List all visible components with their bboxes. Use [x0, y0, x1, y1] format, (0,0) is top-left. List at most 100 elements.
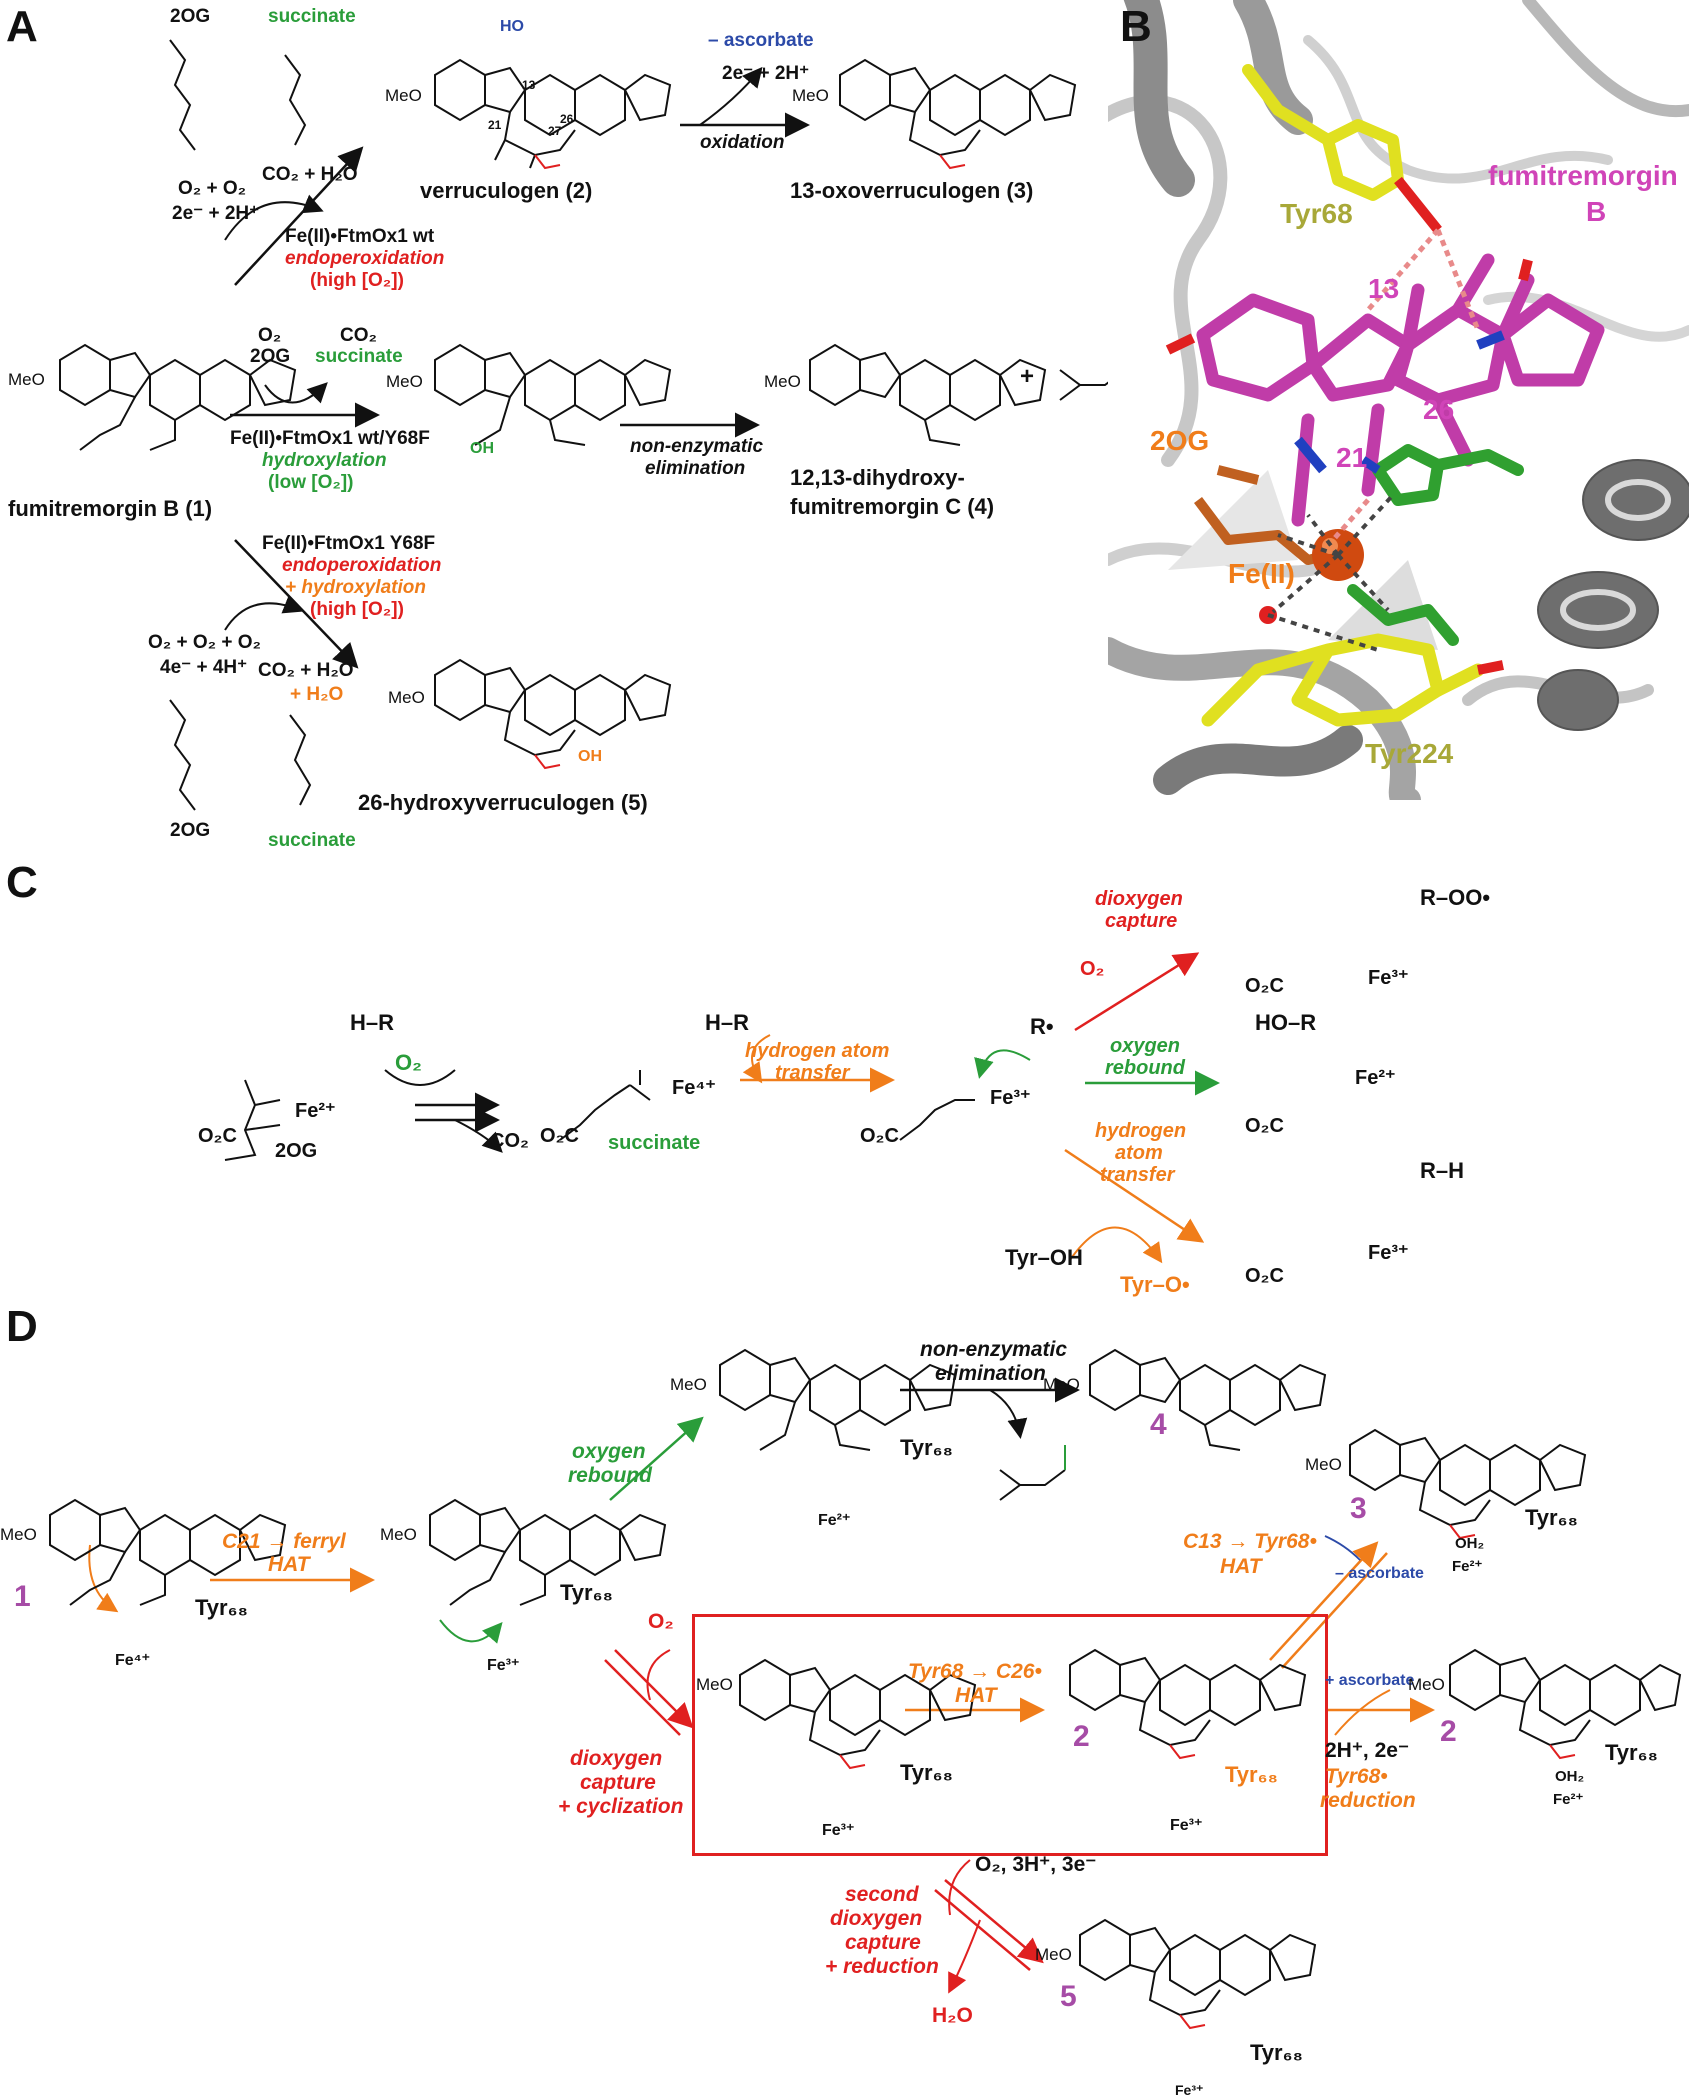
d-molecule-5 — [1079, 1918, 1317, 2030]
a-verr-21: 21 — [488, 118, 502, 132]
d-meo-5: MeO — [1305, 1455, 1342, 1474]
d-meo-6: MeO — [696, 1675, 733, 1694]
d-c21hat-1: C21 → ferryl — [222, 1530, 346, 1553]
a-endoperox-2: endoperoxidation — [282, 555, 442, 576]
arrow-c-tyr-curve — [1069, 1226, 1163, 1264]
a-co2h2o-label: CO₂ + H₂O — [262, 164, 358, 185]
a-int-oh: OH — [470, 440, 494, 457]
arrow-c-o2-curve — [384, 1069, 456, 1086]
d-c13hat-2: HAT — [1220, 1555, 1262, 1578]
a-enz-wt: Fe(II)•FtmOx1 wt — [285, 226, 435, 247]
d-plus-asc: + ascorbate — [1325, 1672, 1415, 1689]
a-elimination: elimination — [645, 458, 746, 479]
a-enz-wt-y68f: Fe(II)•FtmOx1 wt/Y68F — [230, 428, 430, 449]
d-meo-4: MeO — [1043, 1375, 1080, 1394]
d-minus-asc: – ascorbate — [1335, 1565, 1424, 1582]
c-hr-2: H–R — [705, 1010, 750, 1035]
a-high-o2-b: (high [O₂]) — [310, 599, 404, 620]
c-o2c-bottom: O₂C — [1245, 1265, 1284, 1287]
d-highlight-box — [692, 1614, 1328, 1856]
panel-letter-b: B — [1120, 2, 1152, 51]
molecule-2og-top — [169, 39, 196, 151]
d-label-2b: 2 — [1440, 1715, 1457, 1748]
d-tyr68-6: Tyr₆₈ — [1225, 1762, 1278, 1787]
arrow-a-ox-curve — [699, 66, 763, 126]
c-fe3-complex — [899, 1099, 975, 1141]
a-int-meo: MeO — [386, 372, 423, 391]
arrow-c-push-2 — [974, 1049, 1031, 1079]
d-nonenz-2: elimination — [935, 1362, 1046, 1385]
d-tyr68-5: Tyr₆₈ — [900, 1760, 953, 1785]
d-o2: O₂ — [648, 1610, 674, 1633]
molecule-2og-bottom — [169, 699, 196, 811]
d-tyr68-7: Tyr₆₈ — [1605, 1740, 1658, 1765]
c-rebound-1: oxygen — [1110, 1035, 1181, 1057]
d-second-1: second — [845, 1883, 919, 1906]
a-succinate-mid: succinate — [315, 346, 403, 367]
arrow-d-diox1 — [614, 1649, 694, 1729]
d-meo-1: MeO — [0, 1525, 37, 1544]
panel-letter-d: D — [6, 1302, 38, 1351]
d-tyrred-1: Tyr68• — [1325, 1765, 1388, 1788]
b-tyr224: Tyr224 — [1365, 738, 1454, 769]
c-fe2-mid: Fe²⁺ — [1355, 1067, 1396, 1089]
arrow-d-second-1 — [944, 1879, 1044, 1964]
a-verr-27: 27 — [548, 124, 562, 138]
a-plus-h2o: + H₂O — [290, 684, 344, 705]
arrow-c-dioxygen — [1074, 952, 1200, 1032]
d-second-4: + reduction — [825, 1955, 939, 1978]
d-tyr68c26-2: HAT — [955, 1684, 997, 1707]
a-2og-bottom: 2OG — [170, 820, 211, 841]
arrow-a-curve-up — [224, 194, 324, 241]
c-diox-2: capture — [1105, 910, 1178, 932]
c-hat-2: transfer — [775, 1062, 850, 1084]
arrow-c-co2-curve — [454, 1119, 503, 1153]
d-molecule-rebound — [719, 1348, 957, 1451]
c-hat-4: atom — [1115, 1142, 1163, 1164]
d-tyr68-3: Tyr₆₈ — [900, 1435, 953, 1460]
d-molecule-radical — [429, 1498, 667, 1606]
d-label-4: 4 — [1150, 1408, 1167, 1441]
d-tyr68-2: Tyr₆₈ — [560, 1580, 613, 1605]
b-2og: 2OG — [1150, 425, 1210, 456]
c-fe4: Fe⁴⁺ — [672, 1077, 716, 1099]
a-o2o2-label: O₂ + O₂ — [178, 178, 247, 199]
arrow-a-curve-down — [224, 594, 304, 631]
c-fe2: Fe²⁺ — [295, 1100, 336, 1122]
d-oh2-1: OH₂ — [1455, 1535, 1485, 1552]
d-h2o: H₂O — [932, 2004, 973, 2027]
a-verr-13: 13 — [522, 78, 536, 92]
oxoverruculogen-name: 13-oxoverruculogen (3) — [790, 178, 1034, 203]
c-hr: H–R — [350, 1010, 395, 1035]
d-oh2-2: OH₂ — [1555, 1768, 1585, 1785]
fumitremorgin-b-name: fumitremorgin B (1) — [8, 496, 213, 521]
molecule-succinate-bottom — [289, 714, 312, 806]
a-2e2h-label: 2e⁻ + 2H⁺ — [172, 203, 260, 224]
arrow-d-elim-curve — [989, 1389, 1028, 1439]
c-o2c-top: O₂C — [1245, 975, 1284, 997]
arrow-d-c13hat-1 — [1269, 1541, 1379, 1661]
d-diox-1: dioxygen — [570, 1747, 663, 1770]
c-o2c-3: O₂C — [860, 1125, 899, 1147]
c-hat-5: transfer — [1100, 1164, 1175, 1186]
arrow-d-o2-curve — [646, 1649, 671, 1701]
a-plus-hydroxylation: + hydroxylation — [285, 577, 426, 598]
d-tyr68-4: Tyr₆₈ — [1525, 1505, 1578, 1530]
c-fe3-bottom: Fe³⁺ — [1368, 1242, 1409, 1264]
c-hat-1: hydrogen atom — [745, 1040, 890, 1062]
a-hydroxylation: hydroxylation — [262, 450, 387, 471]
c-o2c-2: O₂C — [540, 1125, 579, 1147]
d-fe3-4: Fe³⁺ — [1175, 2082, 1204, 2098]
a-hv-oh: OH — [578, 748, 602, 765]
a-verr-26: 26 — [560, 112, 574, 126]
d-molecule-4 — [1089, 1348, 1327, 1451]
c-fe3: Fe³⁺ — [990, 1087, 1031, 1109]
a-electrons-label: 2e⁻ + 2H⁺ — [722, 63, 810, 84]
d-molecule-peroxyl — [739, 1658, 977, 1770]
c-fe3-top: Fe³⁺ — [1368, 967, 1409, 989]
c-succinate: succinate — [608, 1132, 701, 1154]
molecule-succinate-top — [284, 54, 307, 146]
verruculogen-name: verruculogen (2) — [420, 178, 593, 203]
d-diox-3: + cyclization — [558, 1795, 684, 1818]
arrow-d-diox2 — [604, 1659, 681, 1736]
